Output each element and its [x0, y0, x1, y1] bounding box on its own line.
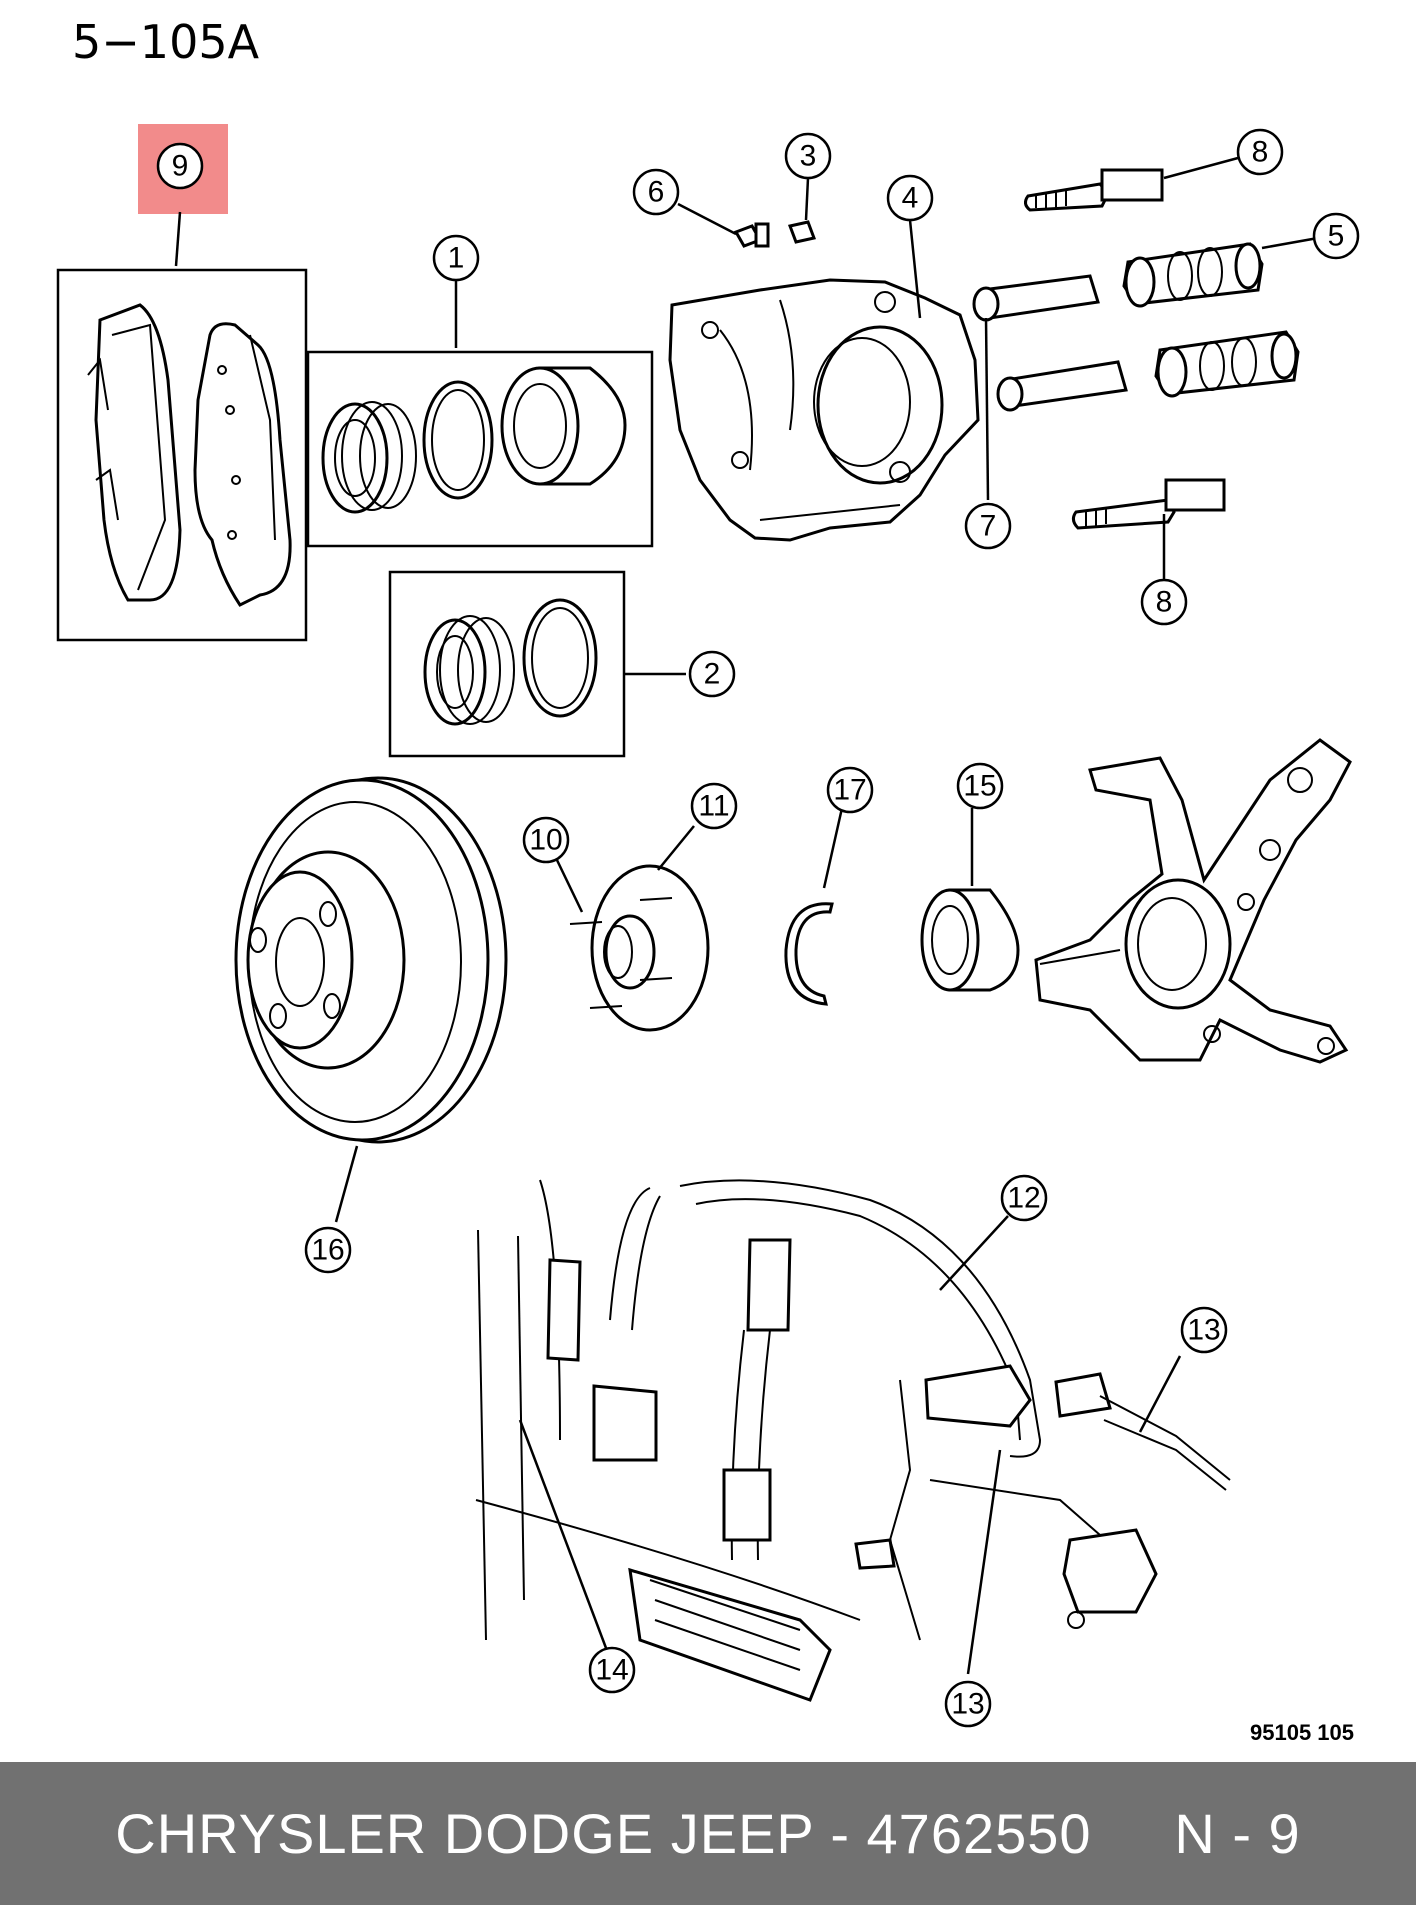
- callout-6: 6: [632, 168, 680, 216]
- caliper-piston: [500, 366, 627, 486]
- svg-text:16: 16: [311, 1234, 344, 1267]
- svg-text:2: 2: [704, 658, 721, 691]
- svg-text:8: 8: [1156, 586, 1173, 619]
- callout-16: 16: [304, 1226, 352, 1274]
- callout-11: 11: [690, 782, 738, 830]
- footer-text: CHRYSLER DODGE JEEP - 4762550 N - 9: [115, 1802, 1301, 1865]
- parts-diagram: 5−105A: [56, 15, 1360, 1745]
- callout-17: 17: [826, 766, 874, 814]
- svg-text:14: 14: [595, 1654, 628, 1687]
- box-seal-kit: [388, 570, 626, 758]
- callout-13-right: 13: [1180, 1306, 1228, 1354]
- bushing-upper: [1122, 242, 1264, 308]
- guide-pin-bolt-top: [1023, 168, 1164, 212]
- svg-text:5: 5: [1328, 220, 1345, 253]
- dust-boot-1: [321, 401, 417, 514]
- box-pads: [56, 268, 308, 642]
- callout-5: 5: [1312, 212, 1360, 260]
- svg-text:4: 4: [902, 182, 919, 215]
- wheel-hub: [590, 864, 710, 1032]
- svg-text:12: 12: [1007, 1182, 1040, 1215]
- callout-14: 14: [588, 1646, 636, 1694]
- callout-7: 7: [964, 502, 1012, 550]
- callout-8-top: 8: [1236, 128, 1284, 176]
- footer-bar: CHRYSLER DODGE JEEP - 4762550 N - 9: [0, 1762, 1416, 1905]
- svg-text:17: 17: [833, 774, 866, 807]
- guide-pin-bolt-lower: [1071, 478, 1226, 530]
- svg-text:10: 10: [529, 824, 562, 857]
- bleeder-screw: [733, 222, 770, 248]
- svg-text:15: 15: [963, 770, 996, 803]
- snap-ring: [784, 902, 834, 1006]
- bleeder-cap: [787, 220, 817, 244]
- callout-4: 4: [886, 174, 934, 222]
- figure-reference: 95105 105: [1250, 1720, 1354, 1745]
- svg-text:11: 11: [698, 790, 729, 823]
- box-piston-kit: [306, 350, 654, 548]
- hose-installation: [475, 1179, 1231, 1702]
- brake-pad-inner: [87, 303, 182, 602]
- svg-text:3: 3: [800, 140, 817, 173]
- callout-10: 10: [522, 816, 570, 864]
- svg-text:9: 9: [172, 150, 189, 183]
- svg-text:1: 1: [448, 242, 465, 275]
- callout-15: 15: [956, 762, 1004, 810]
- callout-9: 9: [156, 142, 204, 190]
- steering-knuckle: [1034, 738, 1352, 1064]
- diagram-code: 5−105A: [72, 15, 260, 69]
- bushing-lower: [1154, 330, 1300, 398]
- callout-3: 3: [784, 132, 832, 180]
- wheel-bearing: [920, 888, 1020, 992]
- guide-pin-sleeve-lower: [996, 360, 1128, 412]
- svg-text:7: 7: [980, 510, 997, 543]
- dust-boot-2: [423, 615, 515, 726]
- brake-pad-outer: [193, 322, 292, 607]
- callout-12: 12: [1000, 1174, 1048, 1222]
- callout-1: 1: [432, 234, 480, 282]
- guide-pin-sleeve-upper: [972, 274, 1100, 322]
- svg-text:13: 13: [951, 1688, 984, 1721]
- svg-text:13: 13: [1187, 1314, 1220, 1347]
- wheel-studs: [569, 897, 673, 1009]
- callout-8-lower: 8: [1140, 578, 1188, 626]
- svg-text:8: 8: [1252, 136, 1269, 169]
- caliper-housing: [668, 278, 980, 542]
- callout-13-bottom: 13: [944, 1680, 992, 1728]
- svg-text:6: 6: [648, 176, 665, 209]
- callout-2: 2: [688, 650, 736, 698]
- brake-rotor: [234, 776, 508, 1144]
- piston-seal-1: [422, 380, 494, 500]
- piston-seal-2: [522, 598, 598, 718]
